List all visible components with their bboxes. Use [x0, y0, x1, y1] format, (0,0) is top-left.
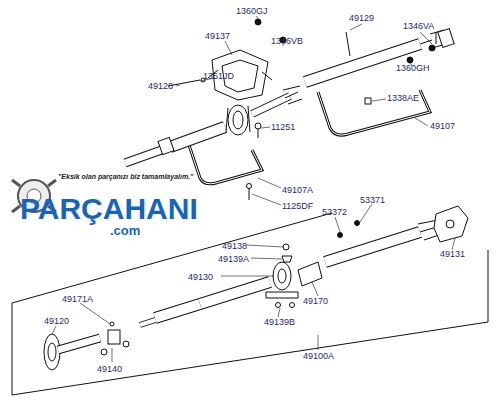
callout-number: 49128 — [148, 81, 173, 91]
logo-main: PARÇAHANI — [20, 193, 198, 225]
callout-number: 1125DF — [282, 201, 313, 211]
callout-number: 49100A — [303, 351, 334, 361]
callout-number: 49139B — [264, 317, 295, 327]
callout-number: 49138 — [222, 241, 247, 251]
logo-com: .com — [110, 224, 140, 238]
callout-number: 49140 — [97, 364, 122, 374]
callout-number: 11251 — [271, 122, 295, 132]
callout-number: 49131 — [440, 249, 465, 259]
callout-number: 53372 — [322, 207, 347, 217]
callout-number: 49120 — [44, 316, 69, 326]
callout-number: 49171A — [62, 294, 93, 304]
callout-number: 49107 — [430, 121, 455, 131]
callout-number: 49137 — [205, 31, 230, 41]
callout-number: 1351JD — [203, 71, 234, 81]
logo-slogan: "Eksik olan parçanızı biz tamamlayalım." — [58, 173, 193, 181]
callout-number: 53371 — [360, 195, 385, 205]
callout-number: 1346VA — [403, 21, 434, 31]
callout-number: 1338AE — [387, 93, 419, 103]
callout-number: 49129 — [349, 13, 374, 23]
callout-number: 1360GJ — [236, 6, 268, 16]
callout-number: 49107A — [282, 185, 313, 195]
callout-number: 1360GH — [396, 63, 430, 73]
callout-number: 49130 — [188, 272, 213, 282]
callout-number: 1346VB — [271, 36, 303, 46]
callout-number: 49170 — [303, 296, 328, 306]
callout-number: 49139A — [218, 254, 249, 264]
